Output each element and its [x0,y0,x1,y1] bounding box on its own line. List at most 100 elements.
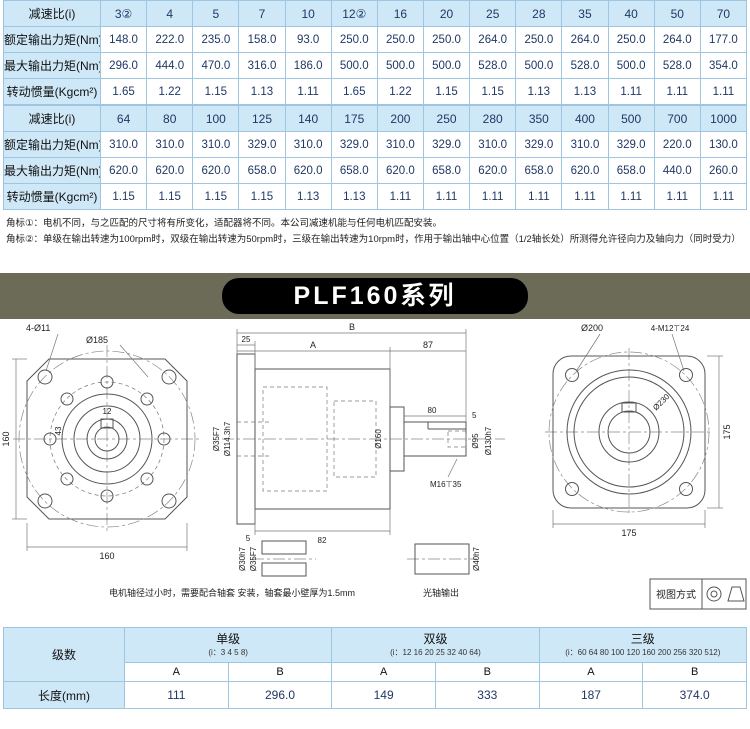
rear-dia-label: Ø230 [651,392,672,413]
view-method-label: 视图方式 [656,588,696,601]
spec-cell: 260.0 [699,157,748,184]
side-dim82-label: 82 [318,536,327,545]
sub-col-a: A [538,662,644,682]
spec-cell: 658.0 [607,157,655,184]
bushing-od-label: Ø30h7 [238,546,247,571]
spec-cell: 310.0 [99,131,148,158]
rear-bolt-circle-label: Ø200 [581,323,603,333]
row-label: 减速比(i) [3,0,101,27]
spec-cell: 1.11 [653,183,701,210]
front-dim43-label: 43 [54,426,63,435]
table-row: 长度(mm) 111 296.0 149 333 187 374.0 [3,681,747,709]
spec-cell: 40 [607,0,655,27]
spec-cell: 200 [376,105,424,132]
spec-cell: 658.0 [238,157,286,184]
side-boss-dia-label: Ø95 [471,433,480,449]
sub-col-b: B [642,662,747,682]
spec-cell: 310.0 [561,131,609,158]
spec-cell: 658.0 [422,157,471,184]
spec-cell: 1.13 [515,78,563,105]
spec-cell: 3② [99,0,148,27]
spec-cell: 250.0 [515,26,563,53]
engineering-drawing: 4-Ø11 Ø185 160 160 12 43 25 B A 87 [0,319,750,624]
spec-cell: 264.0 [653,26,701,53]
side-output-pilot-label: Ø130h7 [484,426,493,455]
spec-cell: 177.0 [699,26,748,53]
spec-cell: 500 [607,105,655,132]
row-label: 最大输出力矩(Nm) [3,157,101,184]
spec-cell: 310.0 [192,131,240,158]
stage-header: 级数 [3,627,125,682]
spec-cell: 80 [146,105,194,132]
series-banner: PLF160系列 [0,273,750,319]
spec-cell: 130.0 [699,131,748,158]
spec-cell: 620.0 [192,157,240,184]
spec-cell: 329.0 [607,131,655,158]
spec-cell: 500.0 [607,52,655,79]
spec-cell: 50 [653,0,701,27]
spec-cell: 500.0 [515,52,563,79]
side-tap-label: M16⊤35 [430,480,462,489]
rear-width-label: 175 [621,528,636,538]
spec-cell: 1.22 [376,78,424,105]
sub-col-a: A [331,662,436,682]
side-total-length-label: B [349,322,355,332]
footnote-1: 角标①：电机不同，与之匹配的尺寸将有所变化，适配器将不同。本公司减速机能与任何电… [6,218,443,229]
length-value: 333 [434,681,540,709]
spec-cell: 175 [330,105,378,132]
spec-cell: 354.0 [699,52,748,79]
sub-col-b: B [227,662,333,682]
length-value: 374.0 [642,681,747,709]
spec-cell: 1.11 [376,183,424,210]
group-name: 三级 [630,632,655,646]
spec-cell: 658.0 [330,157,378,184]
side-output-length-label: 87 [423,340,433,350]
spec-cell: 70 [699,0,748,27]
side-shaft-length-label: 80 [428,406,437,415]
spec-cell: 528.0 [469,52,517,79]
spec-cell: 140 [284,105,332,132]
spec-cell: 528.0 [561,52,609,79]
row-label: 减速比(i) [3,105,101,132]
length-value: 296.0 [227,681,333,709]
front-width-label: 160 [99,551,114,561]
spec-cell: 16 [376,0,424,27]
footnote-2: 角标②：单级在输出转速为100rpm时，双级在输出转速为50rpm时，三级在输出… [6,234,741,245]
spec-cell: 1.15 [192,183,240,210]
front-key-width-label: 12 [103,407,112,416]
rear-corner-tap-label: 4-M12⊤24 [651,324,690,333]
spec-cell: 329.0 [330,131,378,158]
spec-cell: 1.13 [238,78,286,105]
length-value: 111 [124,681,229,709]
side-gap5a-label: 5 [472,411,477,420]
row-label: 额定输出力矩(Nm) [3,131,101,158]
plain-shaft-caption: 光轴输出 [423,587,459,598]
spec-cell: 93.0 [284,26,332,53]
spec-cell: 620.0 [469,157,517,184]
sub-col-a: A [124,662,229,682]
spec-cell: 250.0 [376,26,424,53]
spec-cell: 500.0 [330,52,378,79]
spec-cell: 329.0 [422,131,471,158]
sub-col-b: B [434,662,540,682]
spec-cell: 220.0 [653,131,701,158]
spec-cell: 250.0 [607,26,655,53]
rear-view: Ø200 4-M12⊤24 Ø230 175 175 [545,323,732,538]
bushing-detail: Ø30h7 Ø35F7 电机轴径过小时，需要配合轴套 安装，轴套最小壁厚为1.5… [109,540,355,598]
spec-cell: 186.0 [284,52,332,79]
side-body-dia-label: Ø160 [374,429,383,449]
footnotes: 角标①：电机不同，与之匹配的尺寸将有所变化，适配器将不同。本公司减速机能与任何电… [6,216,744,248]
spec-cell: 444.0 [146,52,194,79]
side-flange-thickness-label: 25 [242,335,251,344]
spec-cell: 158.0 [238,26,286,53]
row-label: 额定输出力矩(Nm) [3,26,101,53]
spec-cell: 658.0 [515,157,563,184]
spec-cell: 1.11 [699,183,748,210]
spec-cell: 264.0 [469,26,517,53]
spec-cell: 700 [653,105,701,132]
side-body-length-label: A [310,340,316,350]
projection-symbol-icon [706,586,745,602]
